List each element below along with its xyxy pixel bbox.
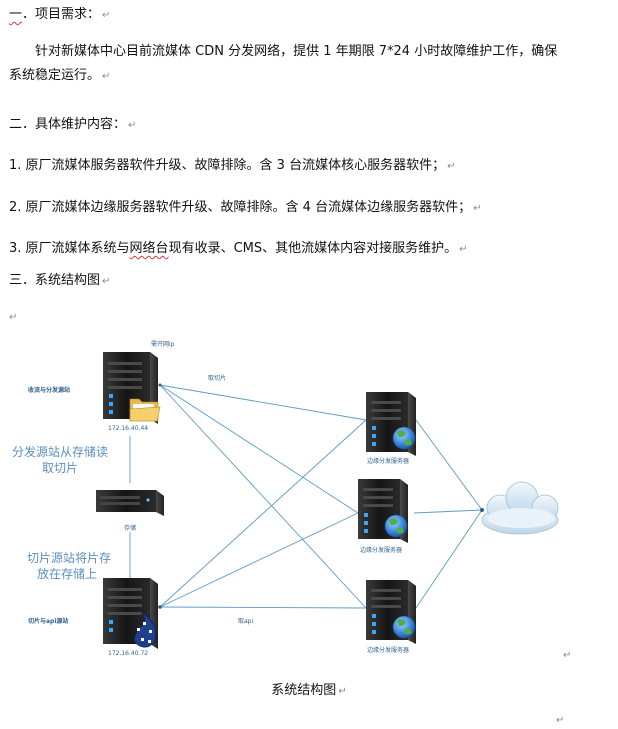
junction-dot [158,605,162,609]
figure-caption: 系统结构图↵ [271,683,347,698]
edge-server-label: 边缘分发服务器 [360,546,402,554]
junction-dot [480,508,484,512]
edge-server-icon [366,392,416,456]
edge-server-label: 边缘分发服务器 [367,646,409,654]
link-top-label: 取切片 [208,374,226,382]
paragraph-mark: ↵ [556,715,565,726]
junction-dot [158,383,162,387]
globe-icon [392,426,416,450]
list-item: 1. 原厂流媒体服务器软件升级、故障排除。含 3 台流媒体核心服务器软件；↵ [9,158,456,173]
link-bottom-label: 取api [238,618,253,625]
paragraph-mark: ↵ [563,650,572,661]
globe-icon [384,514,408,538]
storage-label: 存储 [124,524,136,532]
storage-icon [96,490,164,516]
bottom-server-caption: 切片与api源站 [28,617,68,625]
edge-server-label: 边缘分发服务器 [367,457,409,465]
note-store-line1: 切片源站将片存 [27,551,111,565]
list-item: 2. 原厂流媒体边缘服务器软件升级、故障排除。含 4 台流媒体边缘服务器软件；↵ [9,200,482,215]
top-server-caption: 收流与分发源站 [28,386,70,394]
top-server-label: 需开网ip [151,341,175,348]
bottom-server-ip: 172.16.40.72 [108,650,148,657]
folder-icon [129,398,161,422]
note-read-line1: 分发源站从存储读 [12,444,108,459]
empty-paragraph-mark: ↵ [9,312,18,323]
section1-heading: 一．项目需求：↵ [9,7,111,22]
globe-icon [392,615,416,639]
connection-lines [129,384,483,609]
system-architecture-diagram: 收流与分发源站 需开网ip 172.16.40.44 分发源站从存储读 取切片 … [12,341,559,657]
section1-body: 针对新媒体中心目前流媒体 CDN 分发网络，提供 1 年期限 7*24 小时故障… [9,44,558,83]
film-strip-icon [133,610,157,648]
note-read-line2: 取切片 [42,461,78,475]
section3-heading: 三．系统结构图↵ [9,273,111,288]
list-item: 3. 原厂流媒体系统与网络台现有收录、CMS、其他流媒体内容对接服务维护。↵ [9,241,468,256]
section2-heading: 二．具体维护内容：↵ [9,117,137,132]
top-server-ip: 172.16.40.44 [108,425,148,432]
note-store-line2: 放在存储上 [37,566,97,581]
cloud-icon [481,481,559,535]
